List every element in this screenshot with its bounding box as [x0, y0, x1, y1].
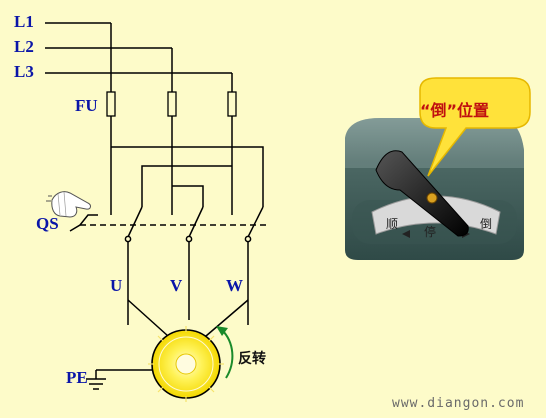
- website-watermark: www.diangon.com: [392, 396, 525, 411]
- terminal-label-v: V: [170, 276, 183, 295]
- motor-feeds: [127, 299, 249, 337]
- fuses: [106, 91, 237, 117]
- supply-lines: [45, 22, 233, 92]
- fuse-label: FU: [75, 96, 98, 115]
- rotation-label: 反转: [238, 351, 266, 367]
- rotation-arrow-icon: [216, 326, 234, 379]
- pointing-hand-icon: [46, 191, 91, 218]
- ground-label: PE: [66, 368, 88, 387]
- switch-photo: 顺 停 倒: [345, 118, 524, 260]
- terminal-label-u: U: [110, 276, 123, 295]
- terminal-label-w: W: [226, 276, 243, 295]
- fuse-1: [106, 91, 116, 117]
- callout-text: “倒”位置: [420, 101, 490, 120]
- switch-contacts: [124, 206, 264, 325]
- phase-label-l1: L1: [14, 12, 34, 31]
- callout-bubble: [419, 77, 531, 177]
- dial-label-left: 顺: [386, 217, 398, 231]
- dial-label-center: 停: [424, 224, 436, 239]
- rotary-knob: [375, 150, 469, 237]
- phase-label-l2: L2: [14, 37, 34, 56]
- fuse-3: [227, 91, 237, 117]
- reversing-wiring: [110, 116, 264, 215]
- switch-label: QS: [36, 214, 59, 233]
- contact-w: [244, 235, 252, 243]
- switch-handle: [69, 214, 98, 232]
- ground-icon: [86, 369, 152, 390]
- dial-label-right: 倒: [480, 217, 492, 231]
- fuse-2: [167, 91, 177, 117]
- phase-label-l3: L3: [14, 62, 34, 81]
- motor: [148, 326, 224, 402]
- contact-u: [124, 235, 132, 243]
- contact-v: [185, 235, 193, 243]
